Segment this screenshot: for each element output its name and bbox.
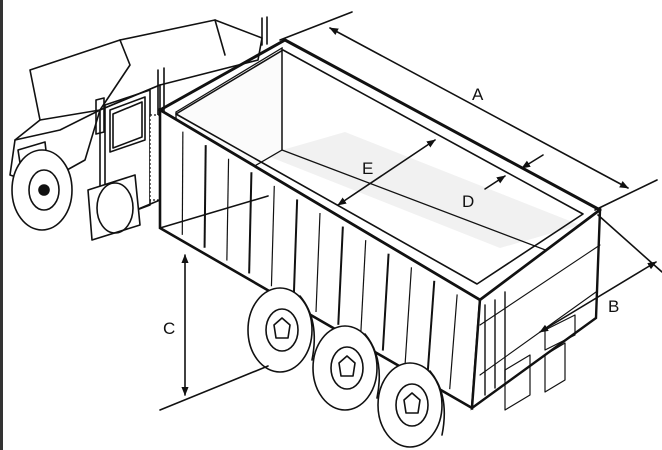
dimension-lines <box>159 11 662 411</box>
side-wall-rib <box>181 131 184 235</box>
dimension-e-arrow <box>337 139 436 206</box>
dimension-b-arrow <box>539 261 657 333</box>
dimension-a-arrow <box>329 27 629 189</box>
rear-wheels <box>247 287 446 448</box>
dimension-d-arrow-upper <box>521 154 544 169</box>
side-wall-rib <box>404 267 413 364</box>
dimension-d-arrow-lower <box>484 175 506 190</box>
dump-body <box>158 38 602 411</box>
side-wall-rib <box>292 199 299 300</box>
side-wall-rib <box>203 145 207 248</box>
side-wall-rib <box>248 172 253 274</box>
side-wall-rib <box>426 280 436 377</box>
truck-cab <box>9 16 268 241</box>
side-wall-rib <box>337 226 344 325</box>
dimension-label-b: B <box>608 297 619 316</box>
side-wall-rib <box>315 212 321 313</box>
dimension-label-a: A <box>472 85 484 104</box>
side-wall-rib <box>449 294 458 390</box>
side-wall-ribs <box>181 131 458 390</box>
side-wall-rib <box>270 185 275 287</box>
dimension-label-c: C <box>163 319 175 338</box>
side-wall-rib <box>359 240 367 338</box>
dimension-label-d: D <box>462 192 474 211</box>
image-left-border <box>0 0 3 450</box>
side-wall-rib <box>226 158 230 261</box>
dimension-label-e: E <box>362 159 373 178</box>
side-wall-rib <box>381 253 390 351</box>
